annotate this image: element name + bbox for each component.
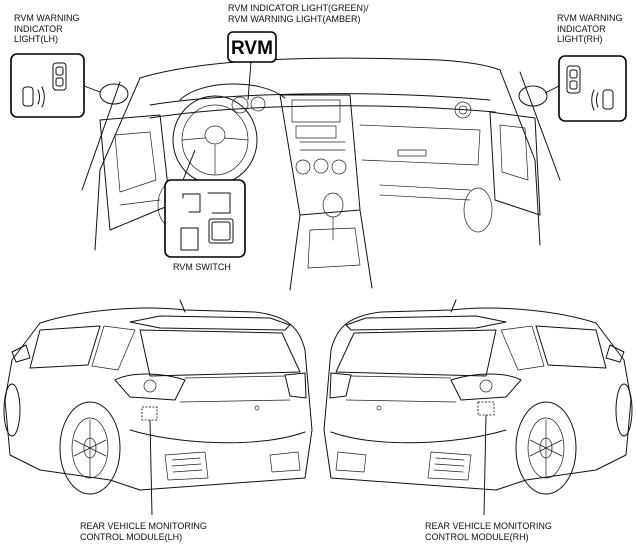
- rvm-warning-rh-icon: [566, 65, 614, 111]
- rvm-warning-lh-icon: [22, 62, 67, 108]
- rear-car-lh-illustration: [3, 299, 313, 516]
- rvm-warning-lh-callout: [10, 53, 101, 118]
- label-rvm-warning-lh: RVM WARNING INDICATOR LIGHT(LH): [14, 13, 80, 44]
- control-module-lh-marker: [141, 406, 158, 421]
- rvm-warning-rh-callout: [544, 55, 627, 122]
- rvm-switch-panel: RVM: [164, 149, 246, 258]
- label-control-module-lh: REAR VEHICLE MONITORING CONTROL MODULE(L…: [80, 521, 207, 542]
- label-control-module-rh: REAR VEHICLE MONITORING CONTROL MODULE(R…: [425, 521, 552, 542]
- control-module-rh-marker: [477, 401, 495, 416]
- rvm-switch-text: RVM: [215, 229, 228, 235]
- label-rvm-indicator: RVM INDICATOR LIGHT(GREEN)/ RVM WARNING …: [228, 3, 369, 24]
- label-rvm-switch: RVM SWITCH: [173, 262, 231, 272]
- rear-car-rh-illustration: [323, 299, 633, 516]
- rvm-badge-text: RVM: [231, 38, 273, 59]
- rvm-indicator-badge: RVM: [227, 31, 277, 101]
- dashboard-illustration: [81, 57, 561, 291]
- label-rvm-warning-rh: RVM WARNING INDICATOR LIGHT(RH): [557, 13, 623, 44]
